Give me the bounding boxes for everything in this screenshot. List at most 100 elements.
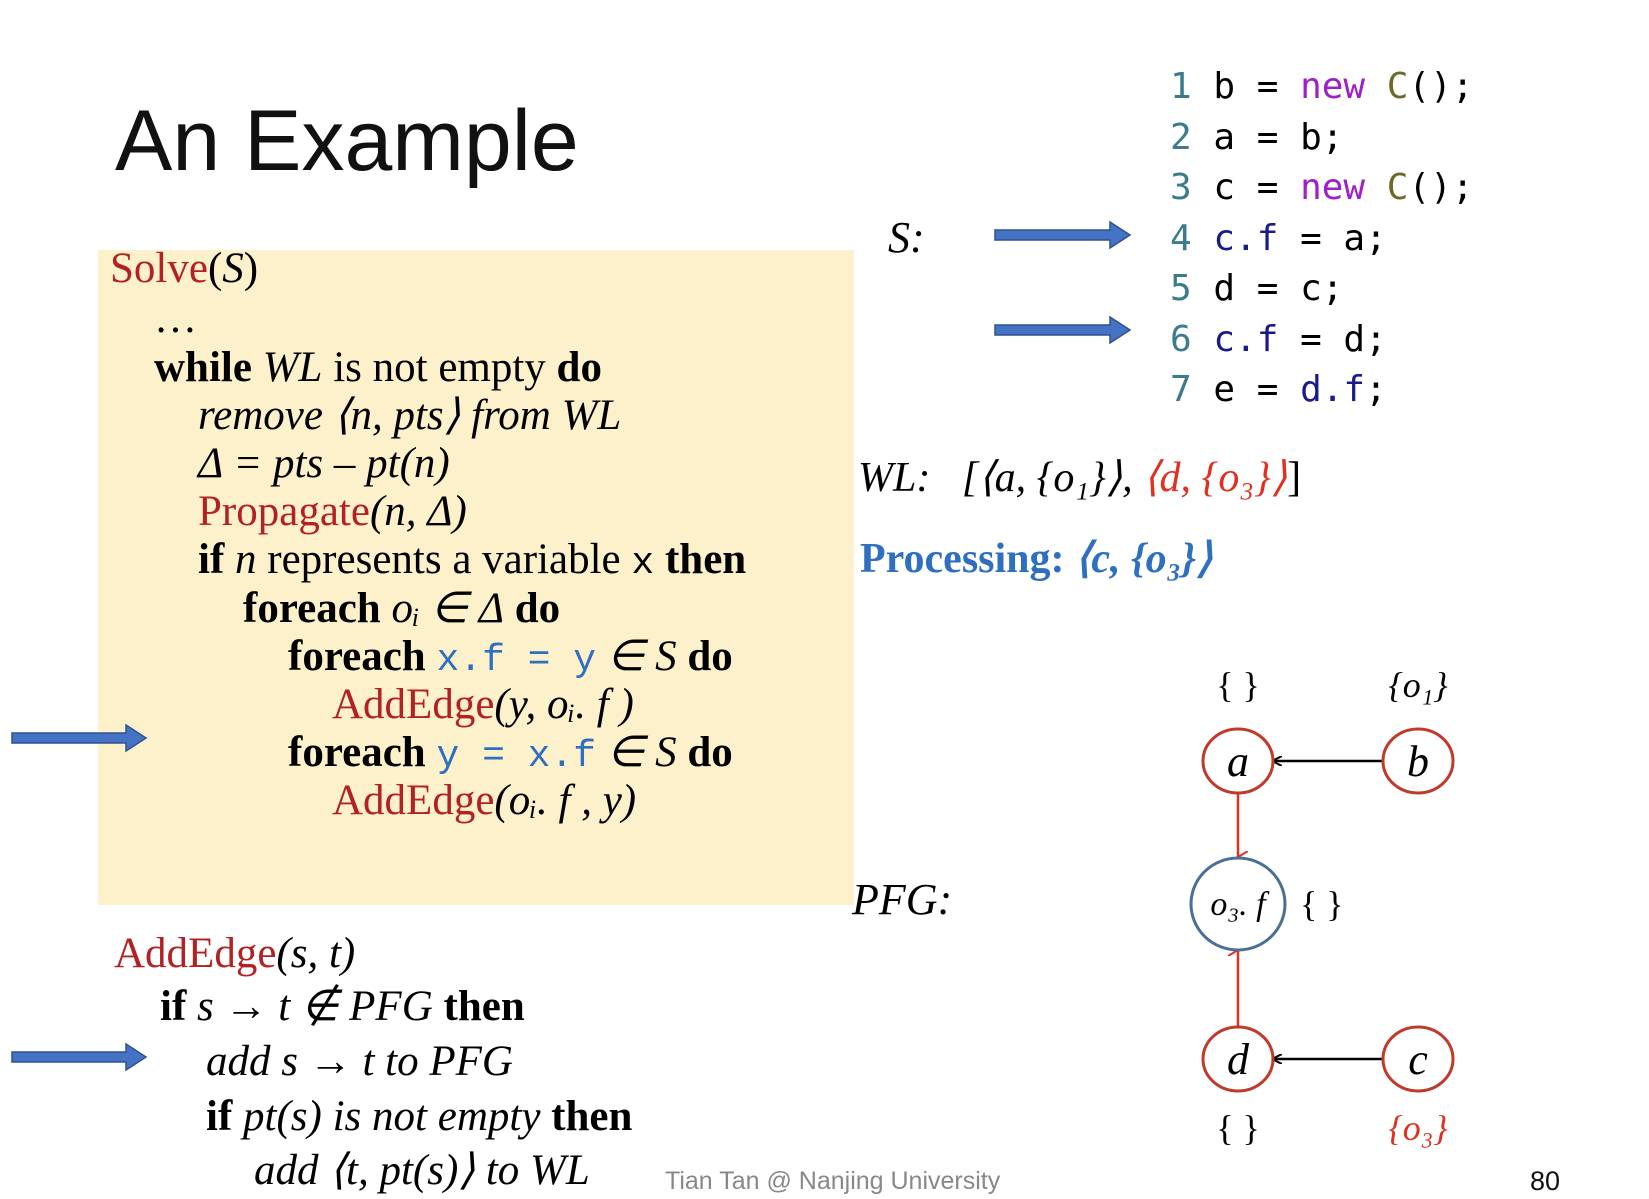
node-d-label: d (1227, 1035, 1250, 1084)
add-edge-call-2: AddEdge(oᵢ. f , y) (332, 776, 636, 826)
is-not-empty: is not empty (333, 344, 546, 391)
do-keyword: do (514, 585, 561, 632)
code-text: c.f = d; (1213, 318, 1387, 360)
add-edge-call-1: AddEdge(y, oᵢ. f ) (332, 680, 634, 730)
code-text: c.f = a; (1213, 217, 1387, 259)
pts-a: { } (1216, 665, 1260, 705)
foreach-store-line: foreach x.f = y ∈ S do (288, 632, 733, 686)
algorithm-box: Solve(S) … while WL is not empty do remo… (98, 245, 854, 905)
foreach-keyword: foreach (243, 585, 381, 632)
code-line: 7 e = d.f; (1170, 365, 1474, 416)
line-number: 2 (1170, 116, 1192, 158)
then-keyword: then (443, 983, 525, 1030)
code-line: 4 c.f = a; (1170, 214, 1474, 265)
solve-name: Solve (110, 245, 208, 292)
processing-label: Processing: (860, 536, 1065, 582)
pointer-arrow-add-pfg (11, 1042, 148, 1072)
store-stmt: x.f = y (436, 639, 597, 682)
pt-condition: pt(s) is not empty (243, 1093, 541, 1140)
code-line: 1 b = new C(); (1170, 62, 1474, 113)
node-o3f (1189, 856, 1287, 952)
do-keyword: do (687, 633, 733, 680)
n-var: n (235, 536, 257, 583)
foreach-oi-line: foreach oᵢ ∈ Δ do (243, 584, 560, 634)
foreach-keyword: foreach (288, 633, 426, 680)
add-edge-if-line: if s → t ∉ PFG then (160, 982, 525, 1032)
line-number: 4 (1170, 217, 1192, 259)
edge-condition: s → t ∉ PFG (197, 983, 433, 1030)
wl-entry-d: ⟨d, {o₃}⟩ (1143, 455, 1288, 501)
if-variable-line: if n represents a variable x then (198, 535, 746, 589)
while-line: while WL is not empty do (154, 343, 602, 393)
pts-c: {o₃} (1388, 1108, 1448, 1148)
pointer-arrow-line6 (994, 315, 1132, 345)
code-line: 2 a = b; (1170, 113, 1474, 164)
node-o3f-label: o₃. f (1210, 886, 1270, 923)
add-edge-name: AddEdge (332, 777, 495, 824)
add-edge-args: (oᵢ. f , y) (494, 777, 637, 824)
worklist-line: WL: [⟨a, {o₁}⟩, ⟨d, {o₃}⟩] (858, 452, 1301, 502)
pfg-label: PFG: (852, 875, 953, 924)
wl-close: ] (1287, 455, 1302, 501)
do-keyword: do (687, 729, 733, 776)
page-number: 80 (1530, 1166, 1561, 1196)
s-label: S: (888, 213, 925, 262)
propagate-name: Propagate (198, 488, 370, 535)
load-stmt: y = x.f (436, 735, 597, 778)
processing-value: ⟨c, {o₃}⟩ (1075, 536, 1213, 582)
node-b-label: b (1407, 737, 1429, 786)
node-d (1201, 1025, 1275, 1093)
wl-entry-a: [⟨a, {o₁}⟩, (961, 455, 1144, 501)
code-text: b = new C(); (1213, 66, 1474, 107)
pointer-arrow-addedge (11, 723, 148, 753)
foreach-load-line: foreach y = x.f ∈ S do (288, 728, 733, 782)
then-keyword: then (551, 1093, 633, 1140)
wl-var: WL (262, 344, 323, 391)
remove-line: remove ⟨n, pts⟩ from WL (198, 391, 621, 441)
line-number: 1 (1170, 66, 1192, 107)
in-s: ∈ S (606, 633, 677, 680)
line-number: 7 (1170, 369, 1192, 410)
add-edge-to-pfg-line: add s → t to PFG (206, 1038, 513, 1085)
node-a-label: a (1227, 737, 1249, 786)
processing-line: Processing: ⟨c, {o₃}⟩ (860, 533, 1212, 583)
propagate-line: Propagate(n, Δ) (198, 487, 467, 537)
code-text: d = c; (1213, 268, 1344, 309)
add-edge-proc-name: AddEdge (114, 930, 277, 977)
line-number: 5 (1170, 268, 1192, 309)
code-line: 6 c.f = d; (1170, 315, 1474, 366)
line-number: 3 (1170, 167, 1192, 208)
node-c-label: c (1408, 1035, 1428, 1084)
propagate-args: (n, Δ) (369, 488, 467, 535)
code-text: e = d.f; (1213, 369, 1387, 410)
ellipsis: … (154, 295, 197, 342)
delta-line: Δ = pts – pt(n) (198, 440, 450, 487)
wl-label: WL: (858, 455, 931, 501)
node-c (1381, 1025, 1455, 1093)
remove-text: remove ⟨n, pts⟩ from (198, 392, 551, 439)
add-edge-args: (y, oᵢ. f ) (494, 681, 634, 728)
represents-text: represents a variable (267, 536, 621, 583)
code-line: 5 d = c; (1170, 264, 1474, 315)
line-number: 6 (1170, 318, 1192, 360)
code-line: 3 c = new C(); (1170, 163, 1474, 214)
code-listing: 1 b = new C(); 2 a = b; 3 c = new C(); 4… (1170, 62, 1474, 416)
if-pt-nonempty-line: if pt(s) is not empty then (206, 1092, 632, 1142)
oi-in-delta: oᵢ ∈ Δ (391, 585, 504, 632)
x-var: x (631, 542, 655, 585)
pts-d: { } (1216, 1108, 1260, 1148)
foreach-keyword: foreach (288, 729, 426, 776)
if-keyword: if (198, 536, 225, 583)
while-keyword: while (154, 344, 252, 391)
wl-var: WL (561, 392, 622, 439)
add-to-wl-line: add ⟨t, pt(s)⟩ to WL (254, 1147, 590, 1194)
footer-credit: Tian Tan @ Nanjing University (665, 1167, 1001, 1195)
pts-b: {o₁} (1388, 665, 1448, 705)
node-b (1381, 727, 1455, 795)
if-keyword: if (160, 983, 187, 1030)
in-s: ∈ S (606, 729, 677, 776)
pointer-arrow-line4 (994, 220, 1132, 250)
then-keyword: then (664, 536, 747, 583)
code-text: a = b; (1213, 116, 1344, 158)
